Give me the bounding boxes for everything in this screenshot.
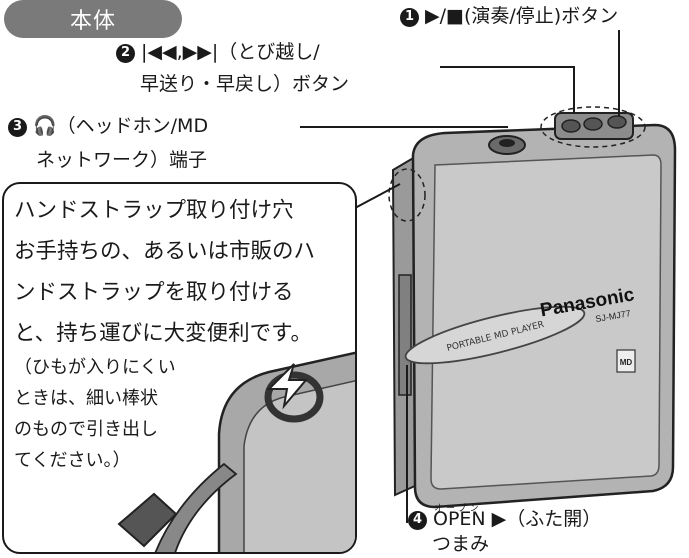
label-open-knob-line2: つまみ [432,533,490,555]
skip-back-button [561,119,581,133]
label-headphone-jack: 3🎧（ヘッドホン/MD [8,112,208,140]
md-logo [616,349,636,373]
skip-forward-button [583,117,603,131]
label-headphone-jack-line2: ネットワーク）端子 [36,149,208,171]
number-badge: 4 [408,510,427,530]
number-badge: 1 [400,7,419,27]
callout-note: のもので引き出し [14,419,158,440]
label-play-stop: 1▶/■(演奏/停止)ボタン [400,2,618,30]
callout-leader [355,183,401,209]
callout-line: と、持ち運びに大変便利です。 [14,321,312,346]
number-badge: 3 [8,117,27,137]
callout-title: ハンドストラップ取り付け穴 [14,198,294,223]
strap-hole-highlight [388,168,426,222]
svg-text:MD: MD [620,358,633,367]
strap-closeup-illustration [117,351,355,552]
play-stop-button [607,115,627,129]
callout-line: お手持ちの、あるいは市販のハ [14,239,316,264]
callout-note: （ひもが入りにくい [14,357,176,378]
md-player-illustration: PORTABLE MD PLAYER Panasonic SJ-MJ77 MD [388,106,677,523]
section-tab: 本体 [4,0,182,38]
label-skip-buttons-line2: 早送り・早戻し）ボタン [140,73,350,95]
open-ruby: オープン [434,504,482,514]
callout-note: ときは、細い棒状 [14,388,158,409]
callout-line: ンドストラップを取り付ける [14,280,294,305]
label-skip-buttons: 2|◀◀,▶▶|（とび越し/ [116,38,320,66]
strap-hole-callout: ハンドストラップ取り付け穴 お手持ちの、あるいは市販のハ ンドストラップを取り付… [2,182,357,554]
callout-note: てください。） [14,450,131,471]
open-slider [398,274,412,396]
number-badge: 2 [116,43,135,63]
